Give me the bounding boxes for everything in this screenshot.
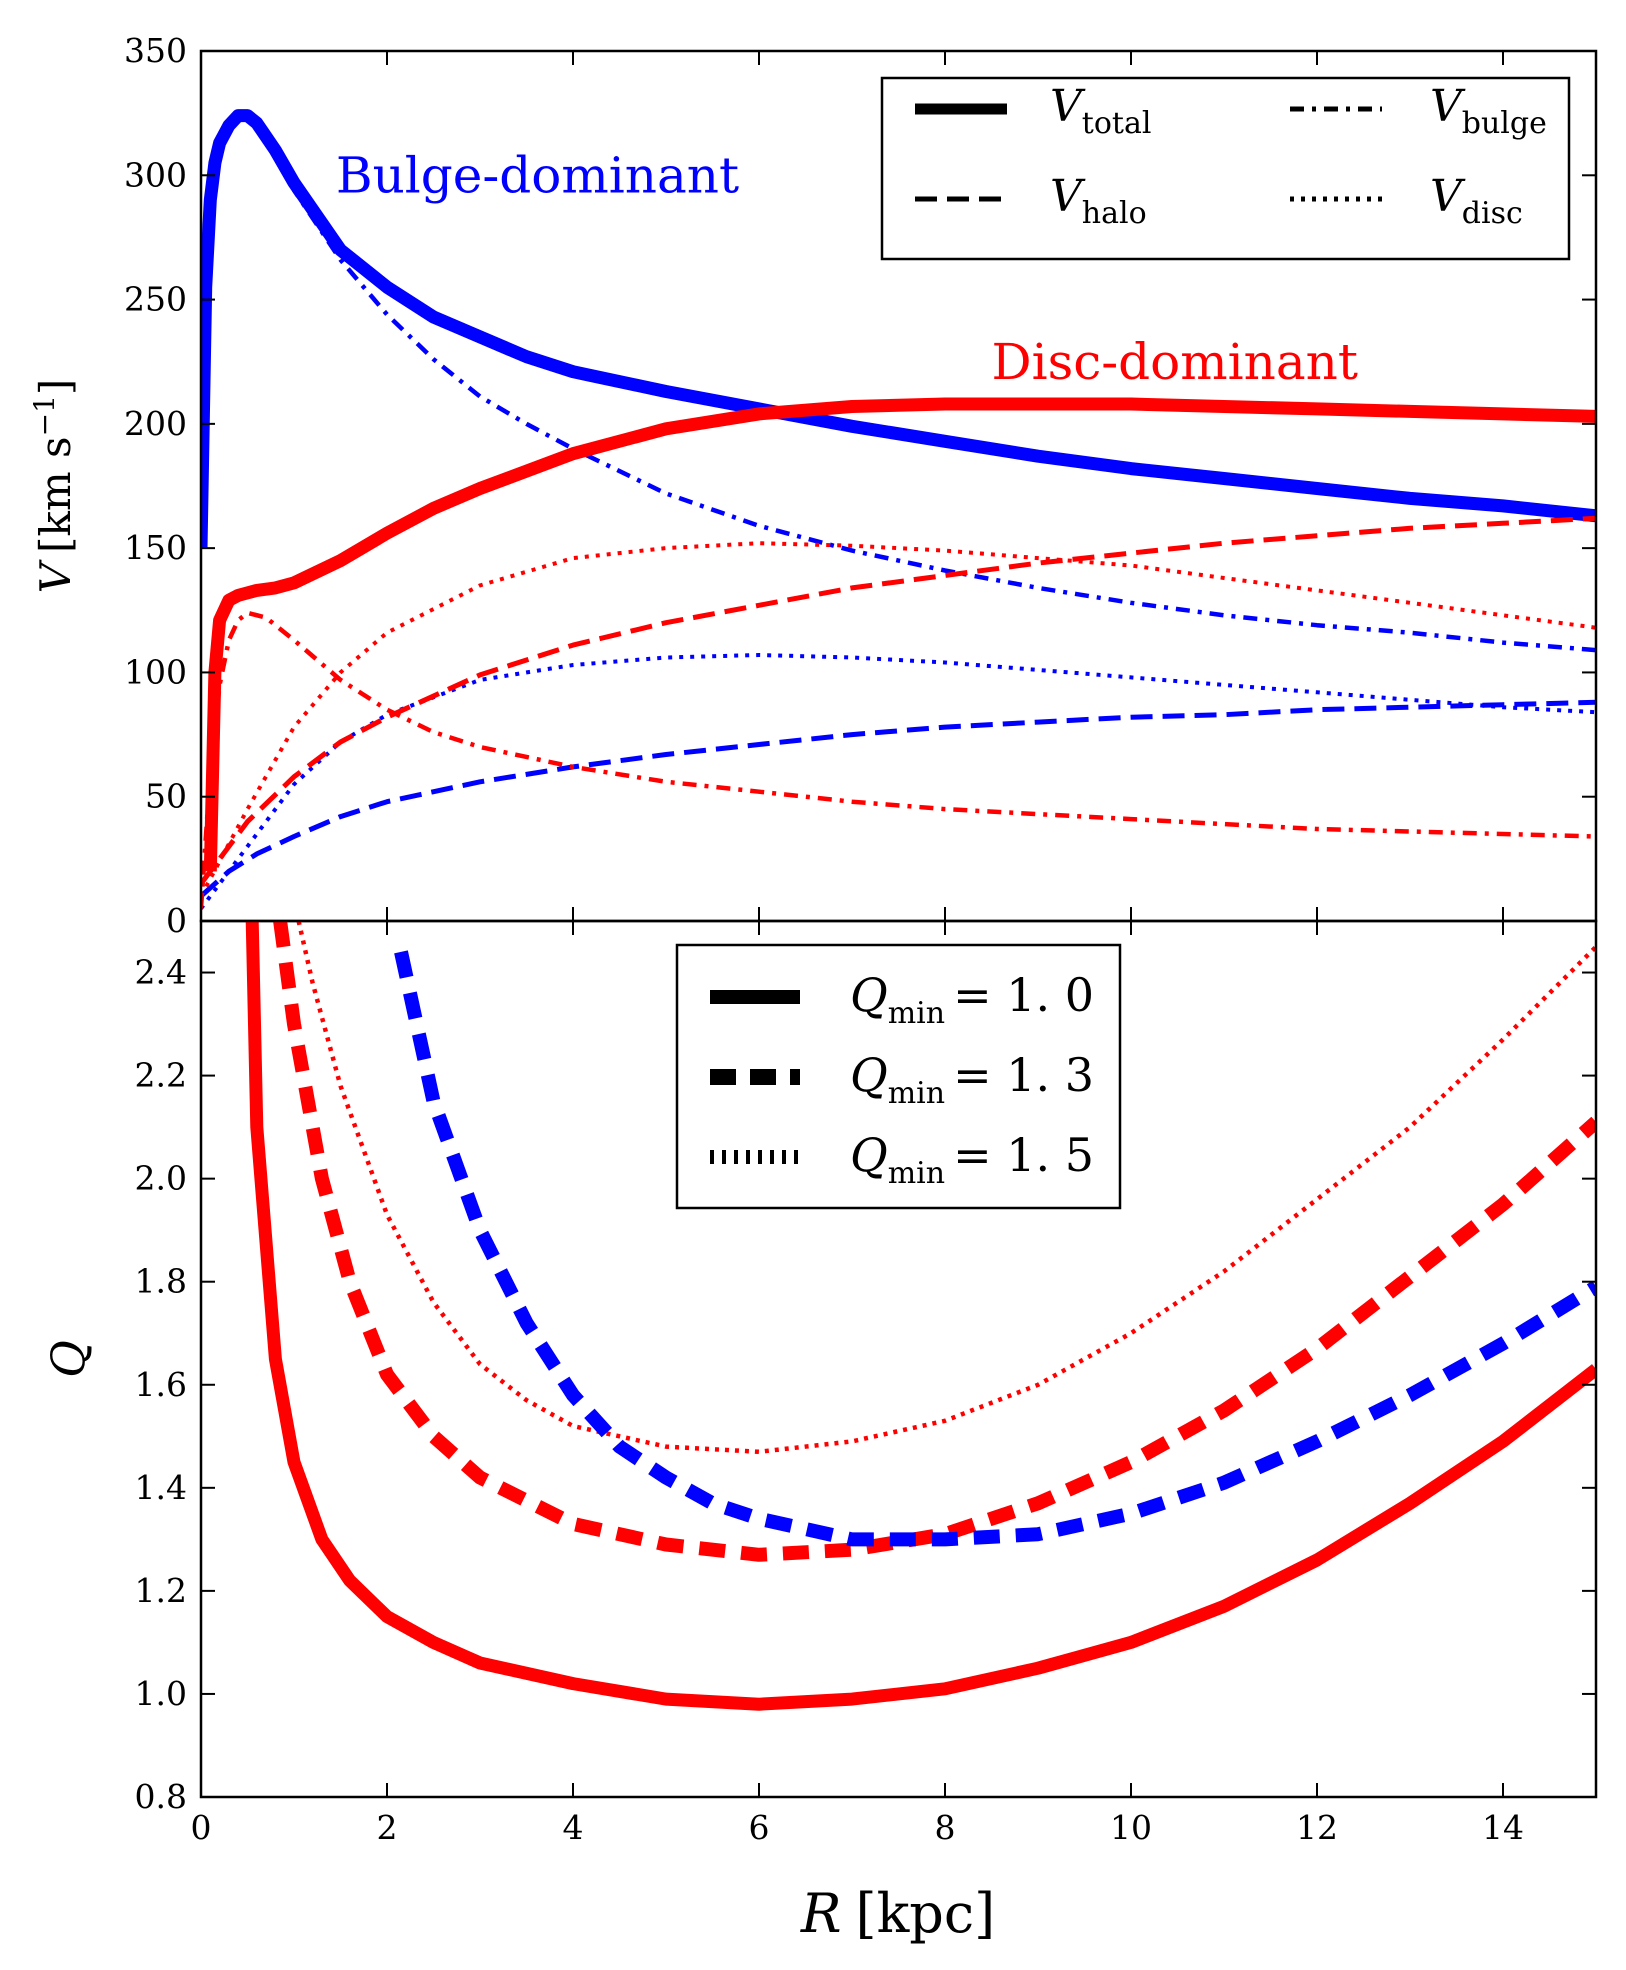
toomre-q-legend-label-solid: Qmin= 1. 0 bbox=[850, 968, 1094, 1031]
toomre-q-y-tick-label: 0.8 bbox=[135, 1777, 187, 1816]
x-tick-label: 10 bbox=[1110, 1808, 1152, 1847]
toomre-q-legend-label-dotted: Qmin= 1. 5 bbox=[850, 1128, 1094, 1191]
disc-dominant-annotation: Disc-dominant bbox=[992, 333, 1358, 391]
x-tick-label: 4 bbox=[563, 1808, 584, 1847]
velocity-y-tick-label: 100 bbox=[124, 652, 187, 691]
velocity-bulge-dominant-total-line bbox=[201, 109, 1596, 549]
velocity-bulge-dominant-bulge-line bbox=[254, 124, 1596, 653]
x-tick-label: 8 bbox=[935, 1808, 956, 1847]
velocity-bulge-dominant-halo-line bbox=[201, 699, 1596, 898]
toomre-q-disc-dominant-q-1-line bbox=[245, 921, 1596, 1711]
velocity-bulge-dominant-disc-line bbox=[201, 653, 1596, 910]
x-axis-units: [kpc] bbox=[856, 1882, 996, 1945]
toomre-q-plot-frame bbox=[199, 919, 1598, 1799]
velocity-y-tick-label: 200 bbox=[124, 404, 187, 443]
x-tick-label: 0 bbox=[191, 1808, 212, 1847]
x-tick-label: 2 bbox=[377, 1808, 398, 1847]
velocity-disc-dominant-bulge-line bbox=[201, 610, 1596, 909]
toomre-q-y-tick-label: 1.4 bbox=[135, 1468, 187, 1507]
x-tick-label: 12 bbox=[1296, 1808, 1338, 1847]
toomre-q-y-tick-label: 1.2 bbox=[135, 1571, 187, 1610]
toomre-q-y-tick-label: 1.6 bbox=[135, 1365, 187, 1404]
toomre-q-y-tick-label: 2.2 bbox=[135, 1056, 187, 1095]
toomre-q-y-tick-label: 1.0 bbox=[135, 1674, 187, 1713]
velocity-legend-frame bbox=[880, 76, 1571, 261]
velocity-y-axis-title: V [km s−1] bbox=[28, 379, 80, 594]
velocity-y-units-exponent: −1 bbox=[28, 395, 61, 436]
velocity-legend-label-halo: Vhalo bbox=[1050, 171, 1147, 231]
velocity-y-tick-label: 0 bbox=[166, 901, 187, 940]
velocity-y-units: [km s bbox=[31, 436, 80, 553]
toomre-q-legend: Qmin= 1. 0 Qmin= 1. 3 Qmin= 1. 5 bbox=[675, 943, 1122, 1210]
velocity-series-group bbox=[201, 109, 1596, 910]
toomre-q-y-tick-label: 2.4 bbox=[135, 953, 187, 992]
x-axis-symbol: R bbox=[800, 1882, 842, 1945]
velocity-y-symbol: V bbox=[31, 559, 80, 593]
velocity-y-units-close: ] bbox=[31, 379, 80, 395]
velocity-y-tick-label: 50 bbox=[145, 777, 187, 816]
velocity-disc-dominant-disc-line bbox=[201, 541, 1596, 898]
bulge-dominant-annotation: Bulge-dominant bbox=[336, 147, 739, 205]
toomre-q-y-tick-label: 1.8 bbox=[135, 1262, 187, 1301]
toomre-q-y-tick-label: 2.0 bbox=[135, 1159, 187, 1198]
toomre-q-bulge-dominant-q-1-3-line bbox=[394, 950, 1596, 1547]
velocity-disc-dominant-halo-line bbox=[201, 515, 1596, 886]
velocity-legend-label-bulge: Vbulge bbox=[1430, 81, 1547, 141]
velocity-y-tick-label: 150 bbox=[124, 528, 187, 567]
velocity-legend-label-disc: Vdisc bbox=[1430, 171, 1523, 231]
velocity-panel: 0 50 100 150 200 250 300 350 Bulge-dominantDisc… bbox=[28, 31, 1598, 940]
velocity-y-tick-label: 250 bbox=[124, 280, 187, 319]
toomre-q-y-axis-title: Q bbox=[41, 1340, 95, 1378]
x-tick-label: 6 bbox=[749, 1808, 770, 1847]
velocity-disc-dominant-total-line bbox=[203, 397, 1596, 872]
x-axis-title: R[kpc] bbox=[800, 1882, 995, 1945]
velocity-y-tick-label: 300 bbox=[124, 155, 187, 194]
toomre-q-legend-label-dashed: Qmin= 1. 3 bbox=[850, 1048, 1094, 1111]
toomre-q-disc-dominant-q-1-3-line bbox=[273, 921, 1596, 1562]
velocity-legend-label-total: Vtotal bbox=[1050, 81, 1151, 141]
toomre-q-series-group bbox=[245, 921, 1596, 1711]
toomre-q-panel: 0 2 4 6 8 10 12 14 0.8 1.0 1.2 1.4 1.6 1.8 2.0 2.2 2.4 Q… bbox=[41, 919, 1598, 1945]
velocity-y-tick-label: 350 bbox=[124, 31, 187, 70]
x-tick-label: 14 bbox=[1482, 1808, 1524, 1847]
toomre-q-ticks: 0 2 4 6 8 10 12 14 0.8 1.0 1.2 1.4 1.6 1.8 2.0 2.2 2.4 bbox=[135, 921, 1596, 1847]
